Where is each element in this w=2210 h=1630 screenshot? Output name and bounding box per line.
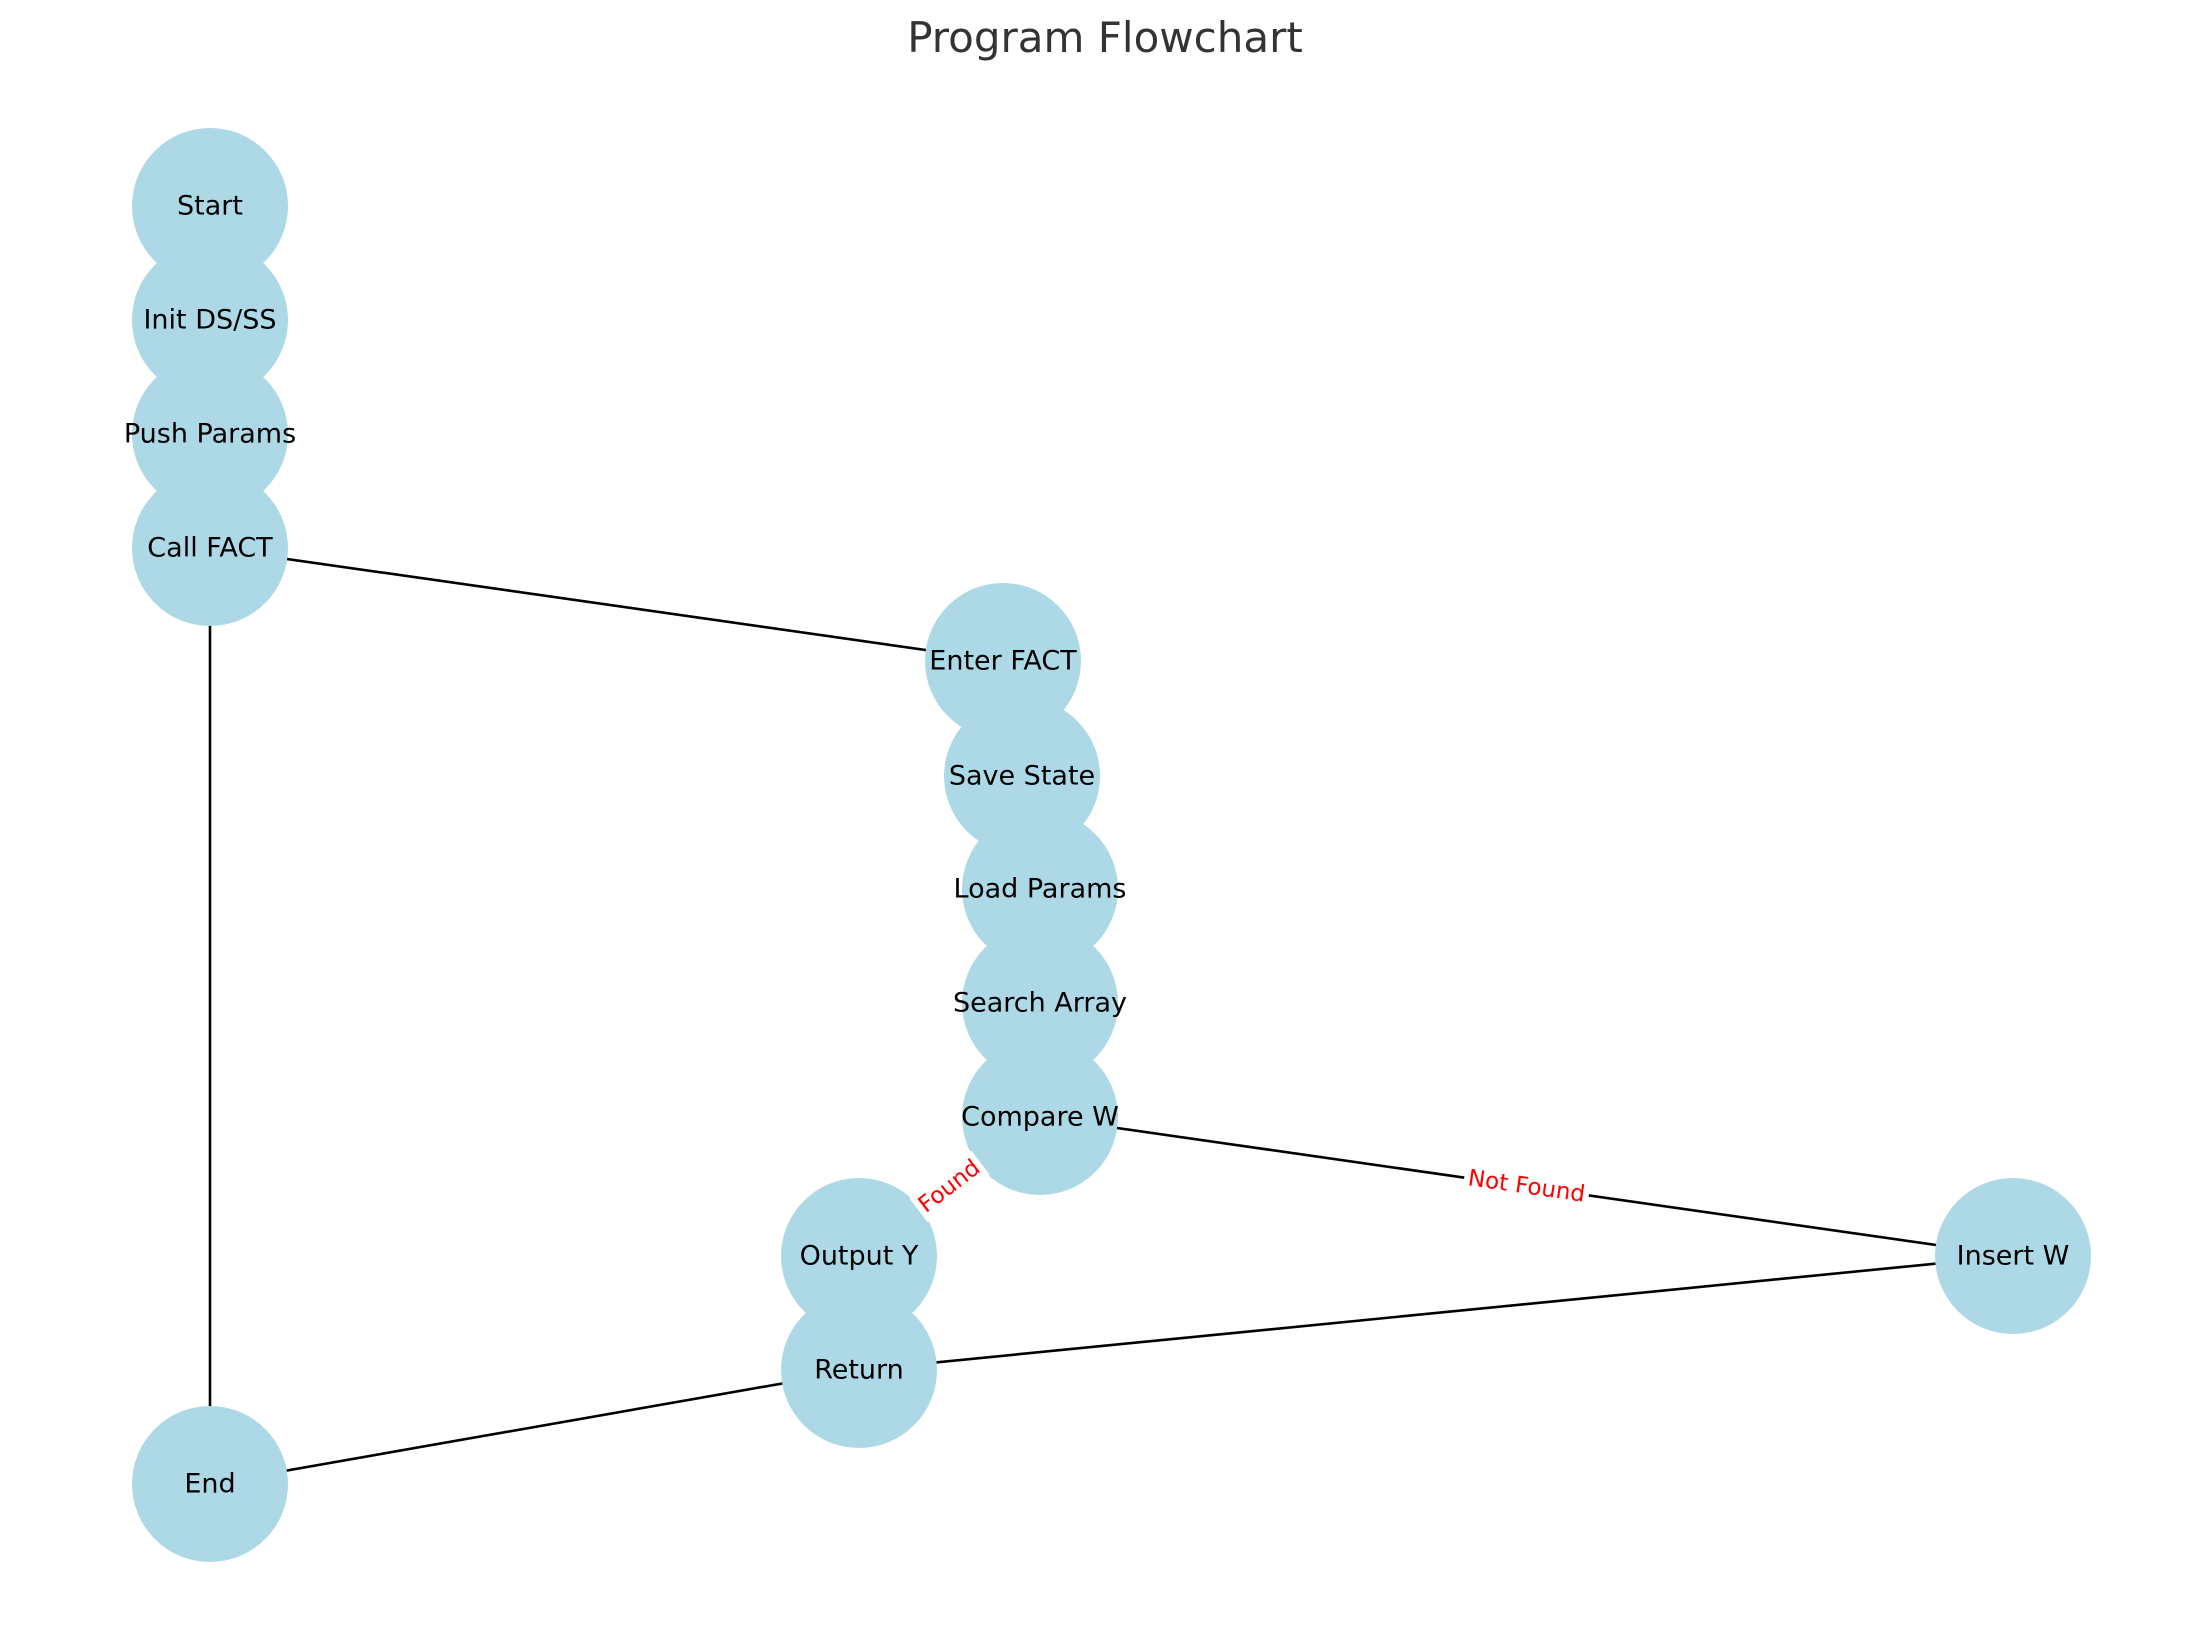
node-label-load: Load Params xyxy=(954,874,1127,905)
node-start: Start xyxy=(132,128,288,284)
edge-return-to-end xyxy=(209,1368,860,1486)
node-end: End xyxy=(132,1406,288,1562)
node-circle-call xyxy=(132,470,288,626)
chart-title: Program Flowchart xyxy=(907,13,1303,62)
node-search: Search Array xyxy=(953,925,1127,1081)
node-label-init: Init DS/SS xyxy=(143,305,276,336)
node-circle-return xyxy=(781,1292,937,1448)
node-label-push: Push Params xyxy=(124,419,296,450)
node-compare: Compare W xyxy=(961,1039,1119,1195)
node-label-enter: Enter FACT xyxy=(929,646,1077,677)
node-init: Init DS/SS xyxy=(132,242,288,398)
node-circle-insert xyxy=(1935,1178,2091,1334)
edge-label-background xyxy=(909,1150,990,1223)
node-push: Push Params xyxy=(124,356,296,512)
node-insert: Insert W xyxy=(1935,1178,2091,1334)
node-circle-search xyxy=(962,925,1118,1081)
node-label-save: Save State xyxy=(949,761,1095,792)
node-label-return: Return xyxy=(814,1355,904,1386)
node-circle-end xyxy=(132,1406,288,1562)
node-return: Return xyxy=(781,1292,937,1448)
node-label-end: End xyxy=(184,1469,235,1500)
edge-insert-to-return xyxy=(858,1254,2014,1372)
edge-label-background xyxy=(1462,1162,1591,1211)
node-label-search: Search Array xyxy=(953,988,1127,1019)
edge-call-to-enter xyxy=(209,546,1004,663)
node-circle-enter xyxy=(925,583,1081,739)
node-label-insert: Insert W xyxy=(1957,1241,2070,1272)
node-circle-push xyxy=(132,356,288,512)
node-circle-compare xyxy=(962,1039,1118,1195)
node-circle-init xyxy=(132,242,288,398)
node-call: Call FACT xyxy=(132,470,288,626)
node-label-call: Call FACT xyxy=(147,533,273,564)
node-circle-start xyxy=(132,128,288,284)
node-label-start: Start xyxy=(177,191,243,222)
node-label-compare: Compare W xyxy=(961,1102,1119,1133)
node-output: Output Y xyxy=(781,1178,937,1334)
node-load: Load Params xyxy=(954,811,1127,967)
node-circle-load xyxy=(962,811,1118,967)
node-circle-output xyxy=(781,1178,937,1334)
node-enter: Enter FACT xyxy=(925,583,1081,739)
node-label-output: Output Y xyxy=(800,1241,919,1272)
